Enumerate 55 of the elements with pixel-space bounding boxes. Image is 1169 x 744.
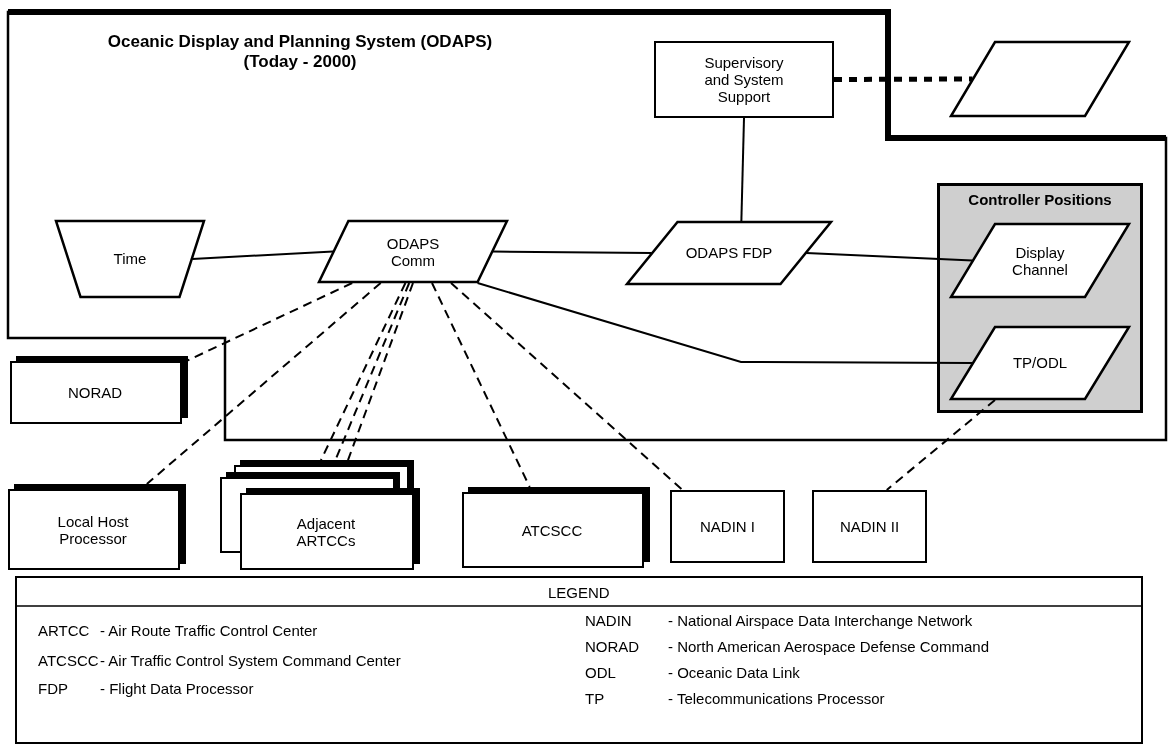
- external-system-box: [240, 488, 420, 570]
- external-system-box: [8, 484, 186, 570]
- group-heading: Controller Positions: [968, 191, 1112, 209]
- time-trapezoid: [55, 220, 205, 298]
- connector: [805, 252, 974, 262]
- legend-term: FDP: [38, 680, 68, 697]
- process-box: [654, 41, 834, 118]
- legend-definition: - Oceanic Data Link: [668, 664, 800, 681]
- dashed-connector: [145, 282, 382, 485]
- connector: [191, 250, 335, 260]
- data-parallelogram: [950, 326, 1130, 400]
- node-label: Time: [113, 250, 147, 268]
- process-box: [670, 490, 785, 563]
- node-label: Supervisory and System Support: [703, 53, 785, 106]
- connector: [476, 282, 974, 364]
- process-box: [812, 490, 927, 563]
- dashed-connector: [347, 282, 414, 462]
- node-label: ODAPS Comm: [385, 234, 441, 269]
- node-label: NADIN I: [700, 517, 755, 536]
- data-parallelogram: [318, 220, 508, 283]
- connector: [740, 117, 745, 222]
- dashed-connector: [834, 76, 973, 82]
- node-label: NADIN II: [839, 517, 900, 536]
- legend-term: ODL: [585, 664, 616, 681]
- legend-term: NADIN: [585, 612, 632, 629]
- legend-definition: - North American Aerospace Defense Command: [668, 638, 989, 655]
- legend-definition: - Flight Data Processor: [100, 680, 254, 697]
- legend-term: TP: [585, 690, 605, 707]
- node-label: ATCSCC: [521, 521, 583, 540]
- node-label: TP/ODL: [1012, 354, 1068, 372]
- legend-term: ATCSCC: [38, 652, 99, 669]
- node-label: Display Channel: [1011, 243, 1069, 278]
- data-parallelogram: [950, 223, 1130, 298]
- connector: [491, 250, 653, 254]
- dashed-connector: [885, 399, 996, 491]
- diagram-heading: Oceanic Display and Planning System (ODAPS) (Today - 2000): [106, 32, 494, 72]
- data-parallelogram: [950, 41, 1130, 117]
- node-label: NORAD: [67, 384, 123, 402]
- legend-definition: - Telecommunications Processor: [668, 690, 885, 707]
- dashed-connector: [431, 282, 531, 488]
- legend-heading: LEGEND: [548, 584, 610, 601]
- legend-definition: - National Airspace Data Interchange Network: [668, 612, 973, 629]
- legend-definition: - Air Traffic Control System Command Center: [100, 652, 401, 669]
- node-label: Adjacent ARTCCs: [295, 514, 357, 550]
- legend-term: ARTCC: [38, 622, 90, 639]
- external-system-box: [462, 487, 650, 568]
- legend-term: NORAD: [585, 638, 640, 655]
- node-label: Local Host Processor: [56, 512, 130, 548]
- group-panel: [937, 183, 1143, 413]
- legend-definition: - Air Route Traffic Control Center: [100, 622, 318, 639]
- external-system-box: [10, 356, 188, 424]
- dashed-connector: [450, 282, 684, 491]
- dashed-connector: [320, 282, 407, 462]
- node-label: ODAPS FDP: [685, 244, 773, 262]
- data-parallelogram: [626, 221, 832, 285]
